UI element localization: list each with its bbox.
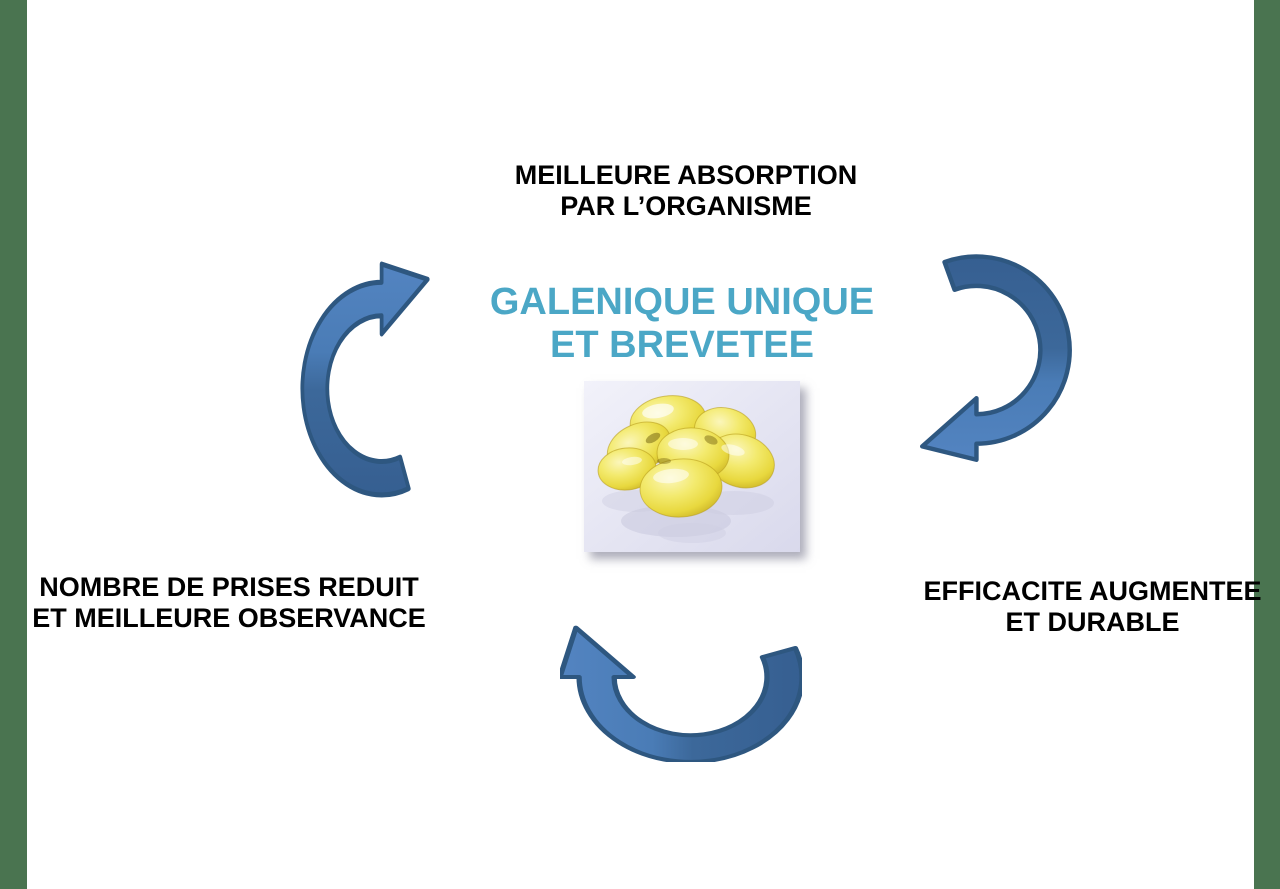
right-benefit-label: EFFICACITE AUGMENTEE ET DURABLE: [895, 576, 1280, 638]
capsules-photo-art: [584, 381, 800, 552]
cycle-arrow-bottom: [560, 622, 802, 762]
left-benefit-label: NOMBRE DE PRISES REDUIT ET MEILLEURE OBS…: [8, 572, 450, 634]
center-title: GALENIQUE UNIQUE ET BREVETEE: [432, 281, 932, 367]
cycle-arrow-left: [297, 257, 433, 500]
center-title-line2: ET BREVETEE: [550, 324, 814, 366]
left-edge-bar: [0, 0, 27, 889]
center-title-line1: GALENIQUE UNIQUE: [489, 281, 875, 323]
top-benefit-line1: MEILLEURE ABSORPTION: [514, 160, 858, 190]
cycle-arrow-right: [916, 252, 1076, 466]
top-benefit-label: MEILLEURE ABSORPTION PAR L’ORGANISME: [436, 160, 936, 222]
top-benefit-line2: PAR L’ORGANISME: [560, 191, 812, 221]
right-benefit-line1: EFFICACITE AUGMENTEE: [923, 576, 1262, 606]
left-benefit-line1: NOMBRE DE PRISES REDUIT: [39, 572, 419, 602]
left-benefit-line2: ET MEILLEURE OBSERVANCE: [32, 603, 426, 633]
right-benefit-line2: ET DURABLE: [1005, 607, 1180, 637]
right-edge-bar: [1254, 0, 1280, 889]
capsules-photo: [584, 381, 800, 552]
